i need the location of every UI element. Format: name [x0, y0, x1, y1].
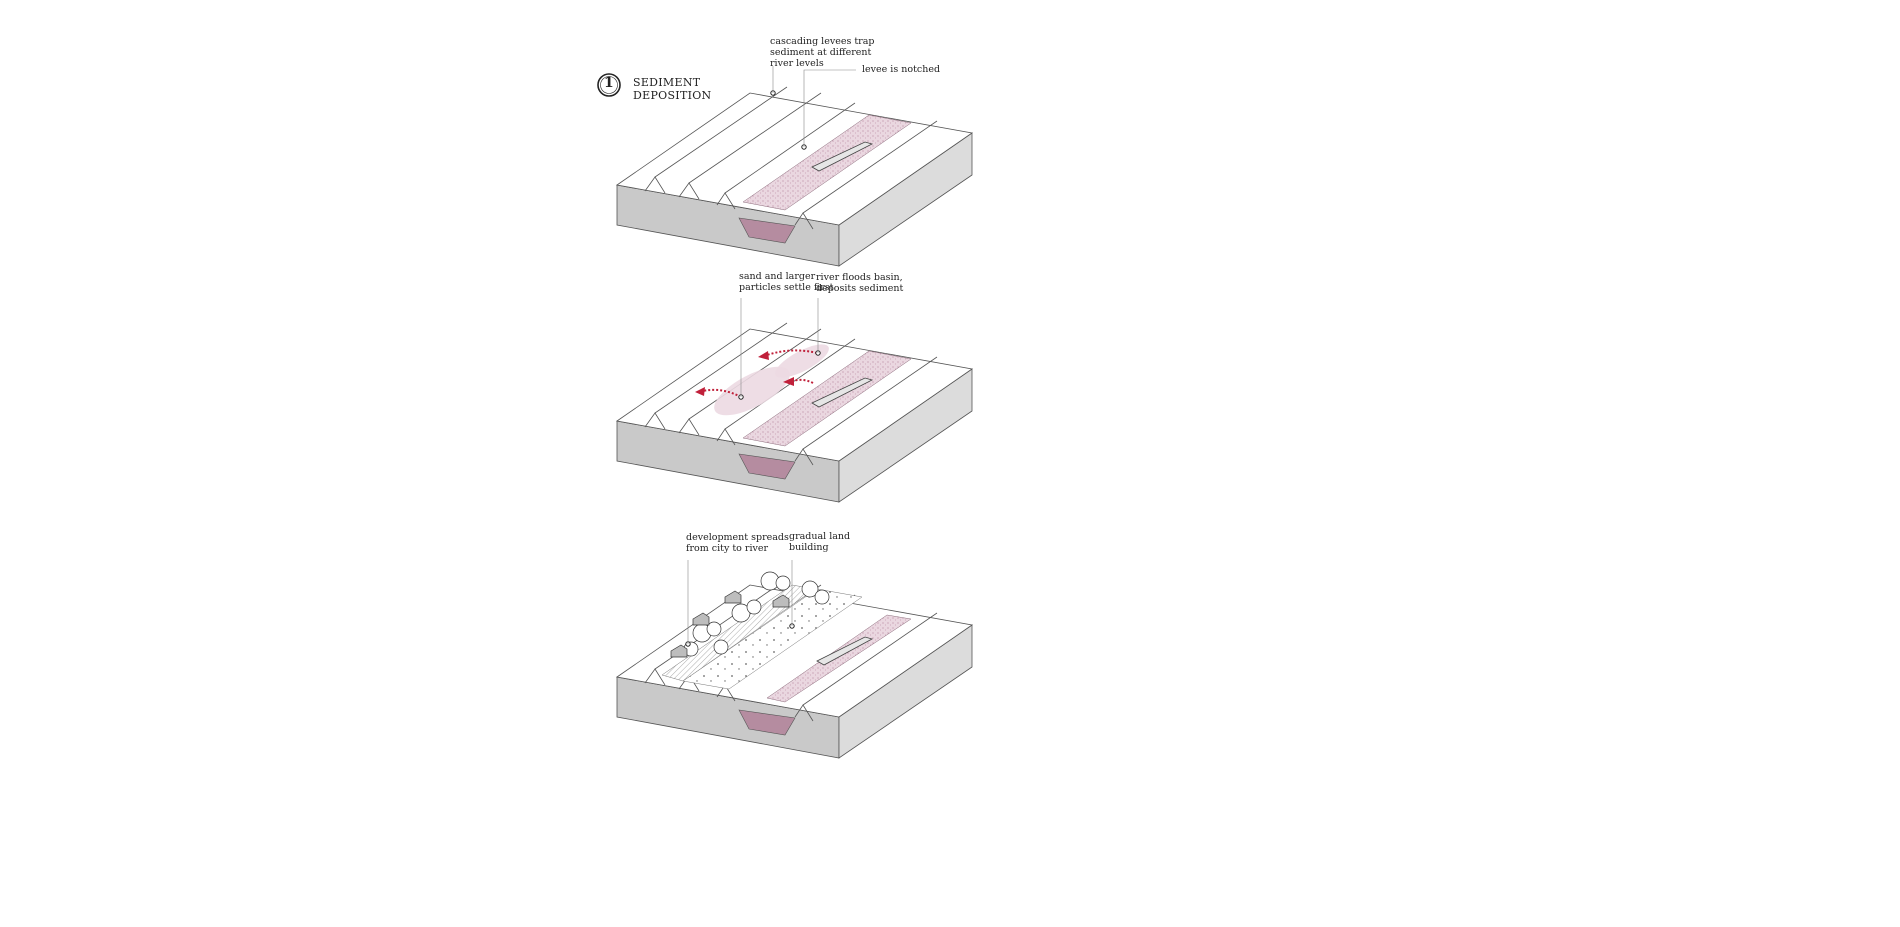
barge — [811, 141, 874, 172]
flood-arrow — [792, 378, 814, 384]
label-cascading-levees: cascading levees trap sediment at differ… — [770, 36, 875, 69]
panel-1-terrain-block — [616, 86, 973, 267]
developed-land — [682, 588, 863, 690]
flood-arrow — [702, 388, 742, 398]
barge — [816, 636, 874, 666]
label-sand-settle: sand and larger particles settle first — [739, 271, 834, 293]
label-gradual-land-building: gradual land building — [789, 531, 851, 553]
step-number-badge — [597, 73, 621, 97]
sediment-plume — [714, 366, 790, 416]
leader-line — [803, 69, 856, 147]
house-icon — [670, 590, 790, 658]
label-development-spreads: development spreads from city to river — [686, 532, 789, 554]
panel-title: SEDIMENT DEPOSITION — [633, 76, 712, 102]
barge — [811, 377, 874, 408]
step-number: 1 — [604, 75, 615, 91]
panel-3-terrain-block — [616, 571, 973, 759]
label-levee-notched: levee is notched — [862, 64, 941, 75]
panel-2-terrain-block — [616, 322, 973, 503]
flood-arrow — [766, 349, 818, 356]
tree-icon — [683, 571, 830, 657]
river-channel — [766, 614, 912, 703]
label-river-floods: river floods basin, deposits sediment — [816, 272, 904, 294]
